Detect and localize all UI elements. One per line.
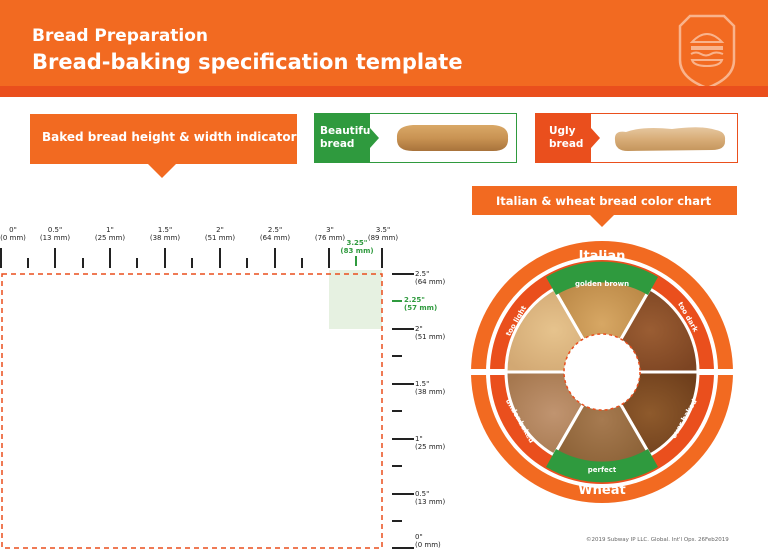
indicator-label: Baked bread height & width indicator xyxy=(42,130,297,144)
h-tick-label: 3.5"(89 mm) xyxy=(367,226,399,242)
size-highlight xyxy=(329,270,382,329)
italian-label: Italian xyxy=(579,249,626,264)
section-label: Bread Preparation xyxy=(32,26,209,46)
v-tick-label: 2"(51 mm) xyxy=(415,325,446,341)
beautiful-bread-image xyxy=(396,125,509,151)
v-tick-label: 1.5"(38 mm) xyxy=(415,380,446,396)
h-tick-label: 2.5"(64 mm) xyxy=(259,226,291,242)
color-chart-banner: Italian & wheat bread color chart xyxy=(472,186,737,215)
page-title: Bread-baking specification template xyxy=(32,50,463,74)
v-highlight-label: 2.25"(57 mm) xyxy=(404,296,438,312)
indicator-banner: Baked bread height & width indicator xyxy=(30,114,297,164)
h-tick-label: 0"(0 mm) xyxy=(0,226,26,242)
h-tick-label: 0.5"(13 mm) xyxy=(39,226,71,242)
perfect-arc xyxy=(546,449,658,483)
v-tick-label: 2.5"(64 mm) xyxy=(415,270,446,286)
horizontal-ticks xyxy=(0,248,383,268)
center-hole xyxy=(563,333,641,411)
ugly-bread-image xyxy=(614,127,726,151)
v-tick-label: 0.5"(13 mm) xyxy=(415,490,446,506)
v-tick-label: 1"(25 mm) xyxy=(415,435,446,451)
perfect-label: perfect xyxy=(588,466,617,474)
ruler-graphic xyxy=(0,248,414,549)
copyright-text: ©2019 Subway IP LLC. Global. Int'l Ops. … xyxy=(586,537,729,543)
beautiful-line2: bread xyxy=(320,138,355,150)
ugly-bread-tag: Ugly bread xyxy=(536,114,600,162)
golden-brown-label: golden brown xyxy=(575,280,629,288)
header-stripe xyxy=(0,86,768,97)
ugly-bread-box: Ugly bread xyxy=(535,113,738,163)
indicator-arrow-icon xyxy=(148,164,176,178)
beautiful-line1: Beautiful xyxy=(320,125,374,137)
sandwich-shield-icon xyxy=(678,14,736,90)
golden-arc xyxy=(546,261,658,295)
color-chart-title: Italian & wheat bread color chart xyxy=(496,194,712,208)
vertical-ticks xyxy=(392,273,414,549)
ugly-line2: bread xyxy=(549,138,584,150)
h-highlight-label: 3.25"(83 mm) xyxy=(340,239,374,255)
measure-box xyxy=(1,273,383,549)
color-wheel: Italian Wheat golden brown perfect too d… xyxy=(470,241,734,503)
header-bar: Bread Preparation Bread-baking specifica… xyxy=(0,0,768,90)
beautiful-bread-tag: Beautiful bread xyxy=(315,114,379,162)
v-tick-label: 0"(0 mm) xyxy=(415,533,441,549)
h-tick-label: 3"(76 mm) xyxy=(314,226,346,242)
wheat-label: Wheat xyxy=(578,483,625,498)
ugly-line1: Ugly xyxy=(549,125,576,137)
color-chart-arrow-icon xyxy=(590,215,614,227)
h-tick-label: 1"(25 mm) xyxy=(94,226,126,242)
h-tick-label: 2"(51 mm) xyxy=(204,226,236,242)
beautiful-bread-box: Beautiful bread xyxy=(314,113,517,163)
h-tick-label: 1.5"(38 mm) xyxy=(149,226,181,242)
